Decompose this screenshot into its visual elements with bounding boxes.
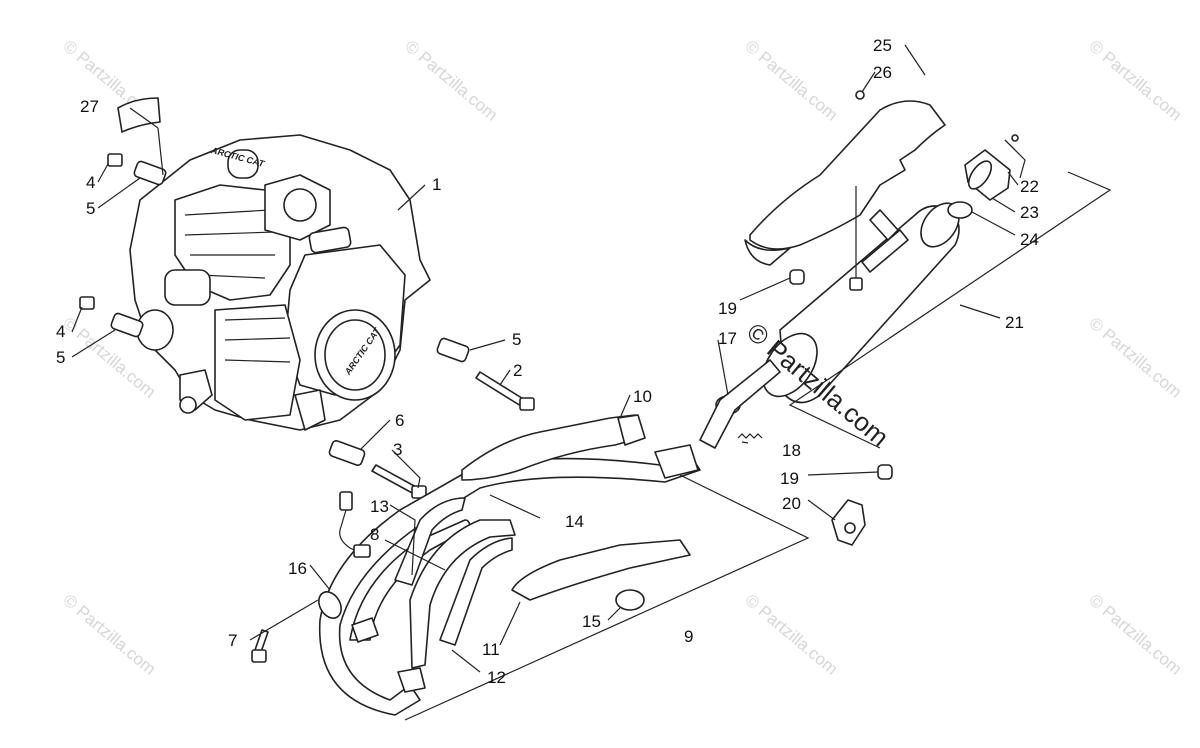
- callout-9: 9: [684, 627, 693, 646]
- watermark-bc: © Partzilla.com: [741, 591, 841, 679]
- callout-15: 15: [582, 612, 601, 631]
- callout-19-lower: 19: [780, 469, 799, 488]
- mounting-hardware: [79, 153, 535, 499]
- part-8-sensor: [339, 491, 371, 558]
- part-10-heat-shield: [461, 414, 641, 481]
- callout-4-lower: 4: [56, 322, 65, 341]
- part-25-heat-shield: [744, 100, 946, 291]
- part-19-grommet-lower: [877, 464, 893, 480]
- callout-16: 16: [288, 559, 307, 578]
- watermark-bl: © Partzilla.com: [59, 591, 159, 679]
- part-26-screw: [855, 90, 865, 100]
- callout-23: 23: [1020, 203, 1039, 222]
- callout-18: 18: [782, 441, 801, 460]
- callout-11: 11: [482, 640, 500, 659]
- callout-13: 13: [370, 497, 389, 516]
- tailpipe-parts: [947, 134, 1019, 219]
- callout-7: 7: [228, 631, 237, 650]
- callout-5-upper: 5: [86, 199, 95, 218]
- part-19-grommet-upper: [789, 269, 805, 285]
- part-12-shield: [439, 537, 513, 646]
- callout-17: 17: [718, 329, 737, 348]
- part-16-gasket: [318, 591, 342, 619]
- callout-10: 10: [633, 387, 652, 406]
- callout-12: 12: [487, 668, 506, 687]
- callout-22: 22: [1020, 177, 1039, 196]
- part-18-spring: [737, 433, 763, 439]
- part-15-clamp: [615, 589, 645, 611]
- engine-assembly: ARCTIC CAT ARCTIC CAT: [129, 134, 431, 431]
- callout-2: 2: [513, 361, 522, 380]
- group-21-bracket: [788, 171, 1112, 449]
- callout-14: 14: [565, 512, 584, 531]
- callout-19-upper: 19: [718, 299, 737, 318]
- watermark-br: © Partzilla.com: [1085, 591, 1185, 679]
- callout-5-right: 5: [512, 330, 521, 349]
- callout-6: 6: [395, 411, 404, 430]
- callout-4-upper: 4: [86, 173, 95, 192]
- leader-lines: [71, 44, 1026, 673]
- callout-3: 3: [393, 440, 402, 459]
- group-9-bracket: [404, 474, 810, 721]
- callout-24: 24: [1020, 230, 1039, 249]
- part-21-muffler: [699, 202, 960, 449]
- callout-8: 8: [370, 525, 379, 544]
- watermark-tc1: © Partzilla.com: [401, 37, 501, 125]
- watermark-tc2: © Partzilla.com: [741, 37, 841, 125]
- callout-21: 21: [1005, 313, 1024, 332]
- callouts: 1 2 3 4 4 5 5 5 6 7 8 9 10 11 12 13 14 1…: [56, 36, 1039, 687]
- watermark-tr: © Partzilla.com: [1085, 37, 1185, 125]
- callout-20: 20: [782, 494, 801, 513]
- header-pipes: [318, 444, 701, 716]
- callout-25: 25: [873, 36, 892, 55]
- callout-5-lower: 5: [56, 348, 65, 367]
- callout-26: 26: [873, 63, 892, 82]
- watermark-mr: © Partzilla.com: [1085, 314, 1185, 402]
- callout-27: 27: [80, 97, 99, 116]
- callout-1: 1: [432, 175, 441, 194]
- part-11-heat-shield: [511, 539, 691, 601]
